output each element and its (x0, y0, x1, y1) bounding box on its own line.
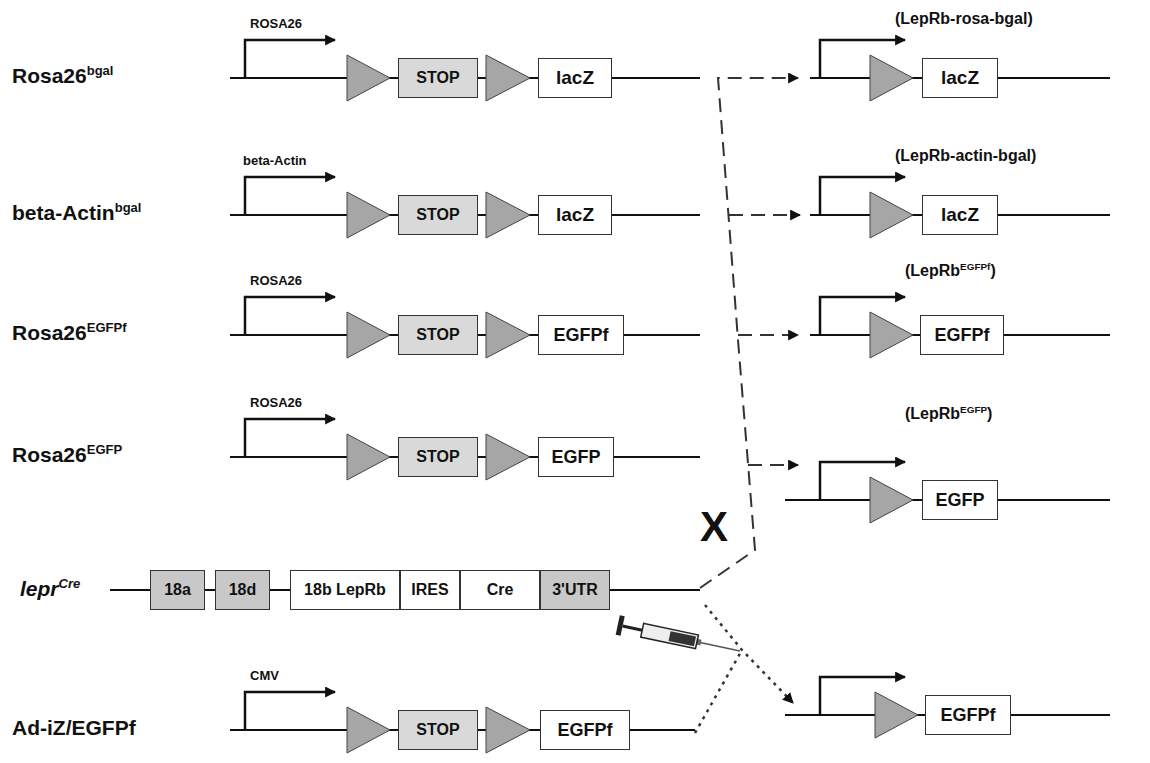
construct-box: Cre (460, 570, 540, 610)
text-label: ROSA26 (250, 395, 302, 410)
construct-box: STOP (398, 58, 478, 98)
superscript-label: bgal (115, 200, 142, 215)
construct-box: EGFPf (538, 315, 624, 355)
syringe-icon (616, 615, 742, 661)
text-label: ) (987, 405, 992, 422)
construct-box: 18b LepRb (290, 570, 400, 610)
construct-box: lacZ (538, 195, 612, 235)
construct-label: X (700, 503, 728, 551)
text-label: CMV (250, 668, 279, 683)
box-text: STOP (416, 721, 459, 739)
construct-label: (LepRb-rosa-bgal) (895, 10, 1033, 28)
superscript-label: bgal (87, 63, 114, 78)
text-label: Rosa26 (12, 321, 87, 344)
text-label: X (700, 503, 728, 550)
construct-box: lacZ (922, 58, 998, 98)
construct-label: beta-Actinbgal (12, 201, 141, 225)
text-label: (LepRb-actin-bgal) (895, 147, 1036, 164)
construct-box: lacZ (922, 195, 998, 235)
construct-label: Rosa26EGFPf (12, 321, 127, 345)
construct-box: IRES (400, 570, 460, 610)
text-label: (LepRb (905, 405, 960, 422)
construct-label: Rosa26bgal (12, 64, 113, 88)
box-text: lacZ (941, 204, 979, 226)
promoter-arrows (245, 40, 905, 730)
construct-label: (LepRb-actin-bgal) (895, 147, 1036, 165)
box-text: EGFPf (934, 325, 989, 346)
box-text: EGFPf (553, 325, 608, 346)
box-text: STOP (416, 448, 459, 466)
text-label: ROSA26 (250, 16, 302, 31)
construct-label: CMV (250, 668, 279, 683)
superscript-label: EGFP (87, 442, 122, 457)
construct-label: leprCre (20, 577, 80, 601)
text-label: ) (990, 262, 995, 279)
text-label: ROSA26 (250, 273, 302, 288)
construct-label: ROSA26 (250, 16, 302, 31)
box-text: STOP (416, 206, 459, 224)
construct-label: ROSA26 (250, 395, 302, 410)
box-text: lacZ (941, 67, 979, 89)
box-text: EGFPf (557, 720, 612, 741)
construct-box: EGFP (922, 480, 998, 520)
construct-box: EGFP (538, 437, 614, 477)
box-text: IRES (411, 581, 448, 599)
loxp-triangles (347, 55, 918, 753)
superscript-label: EGFPf (87, 320, 127, 335)
backbone-lines (110, 78, 1110, 730)
construct-label: (LepRbEGFPf) (905, 262, 996, 280)
text-label: Ad-iZ/EGFPf (12, 716, 136, 739)
box-text: 18a (164, 581, 191, 599)
superscript-label: Cre (59, 576, 81, 591)
construct-label: (LepRbEGFP) (905, 405, 992, 423)
box-text: STOP (416, 326, 459, 344)
construct-box: lacZ (538, 58, 612, 98)
construct-box: 18a (150, 570, 205, 610)
box-text: EGFP (551, 447, 600, 468)
cross-dashed-lines (700, 78, 800, 588)
construct-box: 18d (215, 570, 270, 610)
text-label: beta-Actin (12, 201, 115, 224)
construct-box: STOP (398, 315, 478, 355)
construct-label: ROSA26 (250, 273, 302, 288)
box-text: lacZ (556, 67, 594, 89)
injection-dotted-lines (695, 605, 793, 733)
construct-box: EGFPf (920, 315, 1004, 355)
text-label: Rosa26 (12, 443, 87, 466)
construct-label: Ad-iZ/EGFPf (12, 716, 136, 740)
construct-box: STOP (398, 195, 478, 235)
box-text: 18d (229, 581, 257, 599)
box-text: lacZ (556, 204, 594, 226)
construct-box: EGFPf (540, 710, 630, 750)
box-text: EGFP (935, 490, 984, 511)
construct-box: 3'UTR (540, 570, 610, 610)
text-label: Rosa26 (12, 64, 87, 87)
box-text: STOP (416, 69, 459, 87)
construct-box: STOP (398, 437, 478, 477)
construct-label: Rosa26EGFP (12, 443, 122, 467)
box-text: 3'UTR (552, 581, 598, 599)
box-text: Cre (487, 581, 514, 599)
construct-box: STOP (398, 710, 478, 750)
text-label: (LepRb (905, 262, 960, 279)
superscript-label: EGFPf (960, 261, 990, 272)
text-label: beta-Actin (243, 153, 307, 168)
construct-box: EGFPf (925, 695, 1011, 735)
superscript-label: EGFP (960, 404, 987, 415)
construct-label: beta-Actin (243, 153, 307, 168)
box-text: 18b LepRb (304, 581, 386, 599)
text-label: (LepRb-rosa-bgal) (895, 10, 1033, 27)
box-text: EGFPf (940, 705, 995, 726)
text-label: lepr (20, 577, 59, 600)
